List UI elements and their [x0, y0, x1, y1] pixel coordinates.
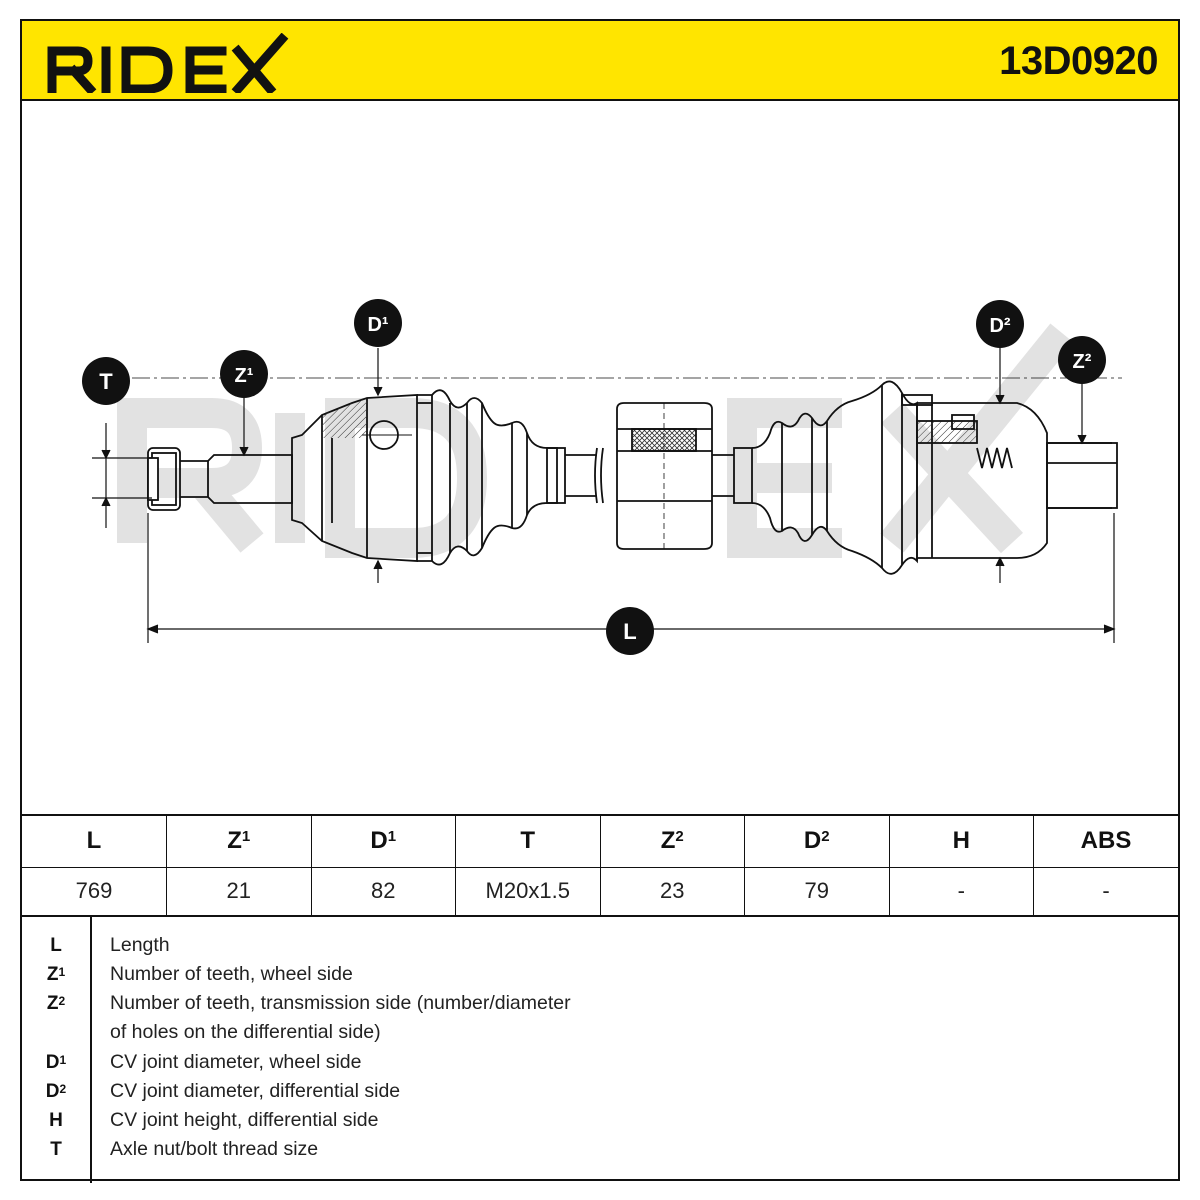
legend-key: D2 — [45, 1081, 67, 1102]
spec-table-value-row: 769 21 82 M20x1.5 23 79 - - — [22, 866, 1178, 916]
value-H: - — [888, 866, 1034, 916]
value-D2: 79 — [744, 866, 890, 916]
header-ABS: ABS — [1033, 814, 1178, 868]
spec-table-header-row: L Z1 D1 T Z2 D2 H ABS — [22, 814, 1178, 868]
legend-key: T — [50, 1139, 62, 1160]
legend-key: Z2 — [46, 993, 66, 1014]
legend-item: D1 CV joint diameter, wheel side — [22, 1048, 1178, 1077]
value-Z1: 21 — [166, 866, 312, 916]
boot-wheel-side — [417, 389, 566, 566]
header-L: L — [22, 814, 167, 868]
ridex-watermark — [117, 323, 1074, 558]
legend-desc: Axle nut/bolt thread size — [110, 1138, 319, 1160]
legend-key: L — [50, 935, 62, 956]
svg-text:T: T — [99, 369, 113, 394]
label-D1: D¹ — [354, 299, 402, 347]
label-Z1: Z¹ — [220, 350, 268, 398]
svg-text:D¹: D¹ — [367, 314, 388, 336]
label-L: L — [606, 607, 654, 655]
legend-item: Z2 Number of teeth, transmission side (n… — [22, 989, 1178, 1018]
header-T: T — [455, 814, 601, 868]
legend-key: H — [49, 1110, 63, 1131]
damper-weight — [616, 402, 713, 550]
boot-differential-side — [751, 380, 918, 575]
header-D2: D2 — [744, 814, 890, 868]
drive-shaft-drawing: T Z¹ D¹ D² Z² L — [22, 103, 1178, 815]
header-bar: 13D0920 — [22, 21, 1178, 101]
spec-table: L Z1 D1 T Z2 D2 H ABS 769 21 82 M20x1.5 … — [22, 814, 1178, 916]
label-T: T — [82, 357, 130, 405]
shaft-left — [565, 447, 604, 504]
legend-desc: Length — [110, 934, 170, 956]
legend-divider — [90, 917, 92, 1183]
legend-key: Z1 — [46, 964, 66, 985]
value-Z2: 23 — [599, 866, 745, 916]
header-D1: D1 — [310, 814, 456, 868]
legend-desc: Number of teeth, transmission side (numb… — [110, 992, 571, 1014]
shaft-right — [712, 447, 753, 504]
legend-desc: CV joint diameter, wheel side — [110, 1051, 362, 1073]
legend-item: H CV joint height, differential side — [22, 1106, 1178, 1135]
legend-desc: CV joint diameter, differential side — [110, 1080, 401, 1102]
legend-desc: of holes on the differential side) — [110, 1021, 381, 1043]
value-L: 769 — [22, 866, 167, 916]
svg-text:Z²: Z² — [1073, 351, 1092, 373]
svg-text:L: L — [623, 619, 636, 644]
legend: L Length Z1 Number of teeth, wheel side … — [22, 915, 1178, 1183]
drive-shaft-svg: T Z¹ D¹ D² Z² L — [82, 299, 1122, 655]
value-ABS: - — [1033, 866, 1178, 916]
legend-key: D1 — [45, 1052, 67, 1073]
legend-item: T Axle nut/bolt thread size — [22, 1135, 1178, 1164]
part-number: 13D0920 — [999, 39, 1158, 83]
value-D1: 82 — [310, 866, 456, 916]
legend-item: D2 CV joint diameter, differential side — [22, 1077, 1178, 1106]
legend-item: of holes on the differential side) — [22, 1018, 1178, 1047]
header-Z2: Z2 — [599, 814, 745, 868]
spec-sheet: 13D0920 — [20, 19, 1180, 1183]
legend-item: Z1 Number of teeth, wheel side — [22, 960, 1178, 989]
svg-text:Z¹: Z¹ — [235, 365, 254, 387]
legend-item: L Length — [22, 931, 1178, 960]
label-D2: D² — [976, 300, 1024, 348]
header-Z1: Z1 — [166, 814, 312, 868]
svg-text:D²: D² — [989, 315, 1010, 337]
value-T: M20x1.5 — [455, 866, 601, 916]
legend-desc: CV joint height, differential side — [110, 1109, 379, 1131]
ridex-logo — [47, 33, 289, 93]
cv-joint-differential-side — [901, 394, 1118, 559]
header-H: H — [888, 814, 1034, 868]
legend-desc: Number of teeth, wheel side — [110, 963, 353, 985]
label-Z2: Z² — [1058, 336, 1106, 384]
